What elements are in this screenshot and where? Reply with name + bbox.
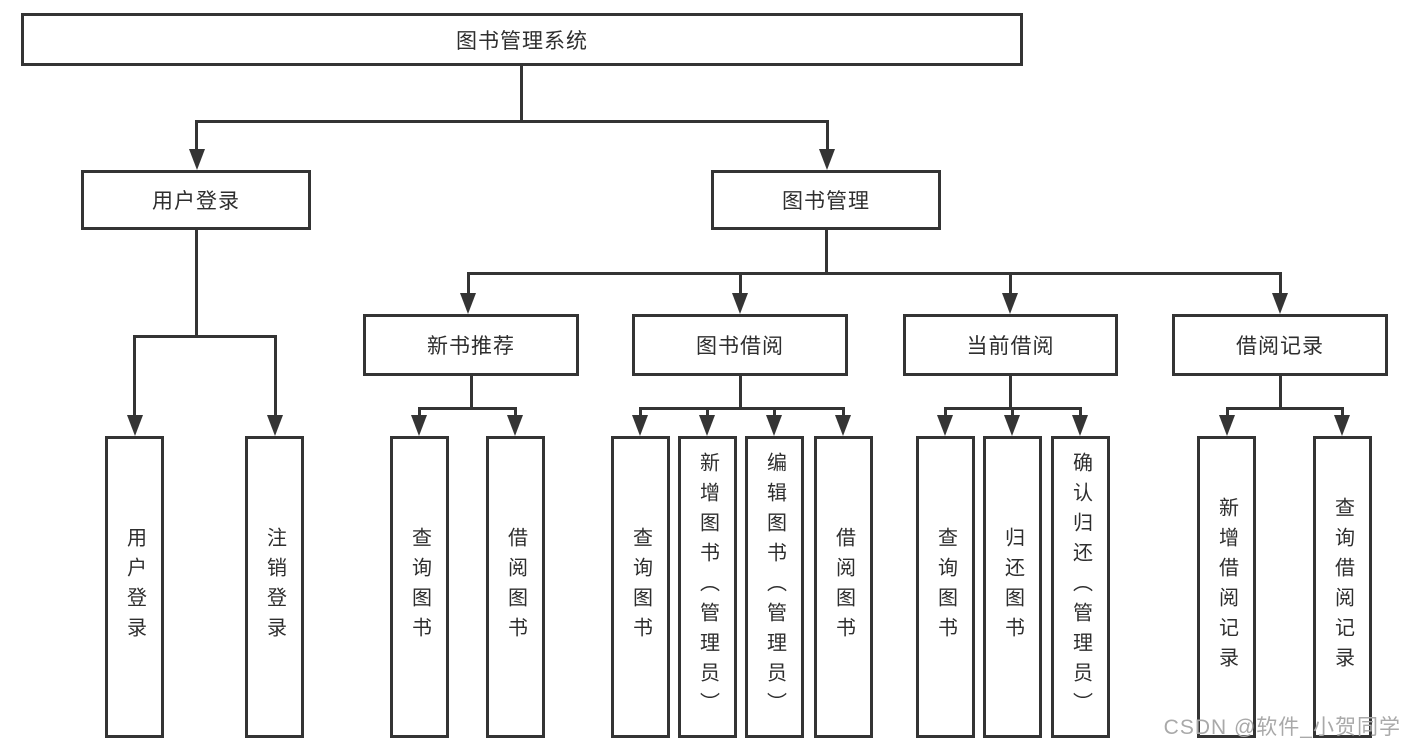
arrow-to-borrow-records xyxy=(1272,293,1288,314)
connector-borrowing-hbar xyxy=(640,407,844,410)
node-book-management-branch: 图书管理 xyxy=(711,170,941,230)
connector-root-stem xyxy=(520,64,523,122)
node-recommend-query-books: 查询图书 xyxy=(390,436,449,738)
connector-records-hbar xyxy=(1227,407,1343,410)
connector-borrowing-drop-3 xyxy=(773,407,776,419)
node-records-add-record-label: 新增借阅记录 xyxy=(1215,497,1238,677)
node-book-borrowing: 图书借阅 xyxy=(632,314,848,376)
arrow-current-leaf-1 xyxy=(937,415,953,436)
connector-new-book-stem xyxy=(470,374,473,410)
node-current-return-books-label: 归还图书 xyxy=(1001,527,1024,647)
connector-borrowing-drop-4 xyxy=(842,407,845,419)
arrow-to-user-login-branch xyxy=(189,149,205,170)
connector-user-login-drop-1 xyxy=(133,335,136,417)
node-book-borrowing-label: 图书借阅 xyxy=(696,335,784,358)
arrow-to-book-borrowing xyxy=(732,293,748,314)
connector-borrowing-stem xyxy=(739,374,742,410)
connector-user-login-drop-2 xyxy=(274,335,277,417)
arrow-new-book-leaf-1 xyxy=(411,415,427,436)
node-recommend-borrow-books-label: 借阅图书 xyxy=(504,527,527,647)
node-borrow-records-label: 借阅记录 xyxy=(1236,335,1324,358)
node-recommend-query-books-label: 查询图书 xyxy=(408,527,431,647)
node-user-login-branch: 用户登录 xyxy=(81,170,311,230)
connector-new-book-hbar xyxy=(419,407,516,410)
connector-user-login-stem xyxy=(195,228,198,337)
arrow-to-user-login-leaf xyxy=(127,415,143,436)
node-borrowing-add-books-admin-label: 新增图书（管理员） xyxy=(696,452,719,722)
connector-book-mgmt-drop-3 xyxy=(1009,272,1012,296)
arrow-current-leaf-3 xyxy=(1072,415,1088,436)
node-borrow-records: 借阅记录 xyxy=(1172,314,1388,376)
node-current-query-books: 查询图书 xyxy=(916,436,975,738)
connector-book-mgmt-drop-1 xyxy=(467,272,470,296)
node-library-system-label: 图书管理系统 xyxy=(456,29,588,53)
connector-user-login-hbar xyxy=(134,335,276,338)
connector-book-mgmt-stem xyxy=(825,228,828,275)
connector-book-mgmt-drop-4 xyxy=(1279,272,1282,296)
connector-root-hbar xyxy=(196,120,829,123)
arrow-to-current-borrowing xyxy=(1002,293,1018,314)
connector-root-drop-left xyxy=(195,120,198,152)
connector-borrowing-drop-1 xyxy=(639,407,642,419)
connector-current-stem xyxy=(1009,374,1012,410)
connector-new-book-drop-1 xyxy=(418,407,421,419)
node-logout-action: 注销登录 xyxy=(245,436,304,738)
node-library-system: 图书管理系统 xyxy=(21,13,1023,66)
arrow-borrowing-leaf-3 xyxy=(766,415,782,436)
node-user-login-branch-label: 用户登录 xyxy=(152,190,240,213)
node-borrowing-query-books: 查询图书 xyxy=(611,436,670,738)
connector-records-drop-1 xyxy=(1226,407,1229,419)
node-current-return-books: 归还图书 xyxy=(983,436,1042,738)
node-current-confirm-return-admin: 确认归还（管理员） xyxy=(1051,436,1110,738)
node-user-login-action: 用户登录 xyxy=(105,436,164,738)
node-records-query-record-label: 查询借阅记录 xyxy=(1331,497,1354,677)
arrow-records-leaf-1 xyxy=(1219,415,1235,436)
connector-borrowing-drop-2 xyxy=(706,407,709,419)
node-user-login-action-label: 用户登录 xyxy=(123,527,146,647)
node-new-book-recommend: 新书推荐 xyxy=(363,314,579,376)
node-borrowing-borrow-books-label: 借阅图书 xyxy=(832,527,855,647)
arrow-borrowing-leaf-1 xyxy=(632,415,648,436)
node-current-borrowing-label: 当前借阅 xyxy=(966,335,1055,358)
connector-records-stem xyxy=(1279,374,1282,410)
arrow-to-logout-leaf xyxy=(267,415,283,436)
arrow-current-leaf-2 xyxy=(1004,415,1020,436)
connector-records-drop-2 xyxy=(1341,407,1344,419)
arrow-borrowing-leaf-2 xyxy=(699,415,715,436)
node-new-book-recommend-label: 新书推荐 xyxy=(427,335,515,358)
node-borrowing-add-books-admin: 新增图书（管理员） xyxy=(678,436,737,738)
node-current-confirm-return-admin-label: 确认归还（管理员） xyxy=(1069,452,1092,722)
connector-new-book-drop-2 xyxy=(514,407,517,419)
node-borrowing-edit-books-admin: 编辑图书（管理员） xyxy=(745,436,804,738)
connector-root-drop-right xyxy=(826,120,829,152)
arrow-to-book-management-branch xyxy=(819,149,835,170)
arrow-to-new-book-recommend xyxy=(460,293,476,314)
node-records-add-record: 新增借阅记录 xyxy=(1197,436,1256,738)
node-book-management-branch-label: 图书管理 xyxy=(782,190,870,213)
connector-current-drop-1 xyxy=(944,407,947,419)
connector-book-mgmt-hbar xyxy=(467,272,1281,275)
node-logout-action-label: 注销登录 xyxy=(263,527,286,647)
node-borrowing-query-books-label: 查询图书 xyxy=(629,527,652,647)
node-records-query-record: 查询借阅记录 xyxy=(1313,436,1372,738)
node-borrowing-borrow-books: 借阅图书 xyxy=(814,436,873,738)
connector-book-mgmt-drop-2 xyxy=(739,272,742,296)
node-recommend-borrow-books: 借阅图书 xyxy=(486,436,545,738)
watermark: CSDN @软件_小贺同学 xyxy=(1163,716,1401,739)
arrow-records-leaf-2 xyxy=(1334,415,1350,436)
arrow-borrowing-leaf-4 xyxy=(835,415,851,436)
node-current-borrowing: 当前借阅 xyxy=(903,314,1118,376)
connector-current-drop-2 xyxy=(1011,407,1014,419)
node-borrowing-edit-books-admin-label: 编辑图书（管理员） xyxy=(763,452,786,722)
connector-current-drop-3 xyxy=(1079,407,1082,419)
node-current-query-books-label: 查询图书 xyxy=(934,527,957,647)
arrow-new-book-leaf-2 xyxy=(507,415,523,436)
